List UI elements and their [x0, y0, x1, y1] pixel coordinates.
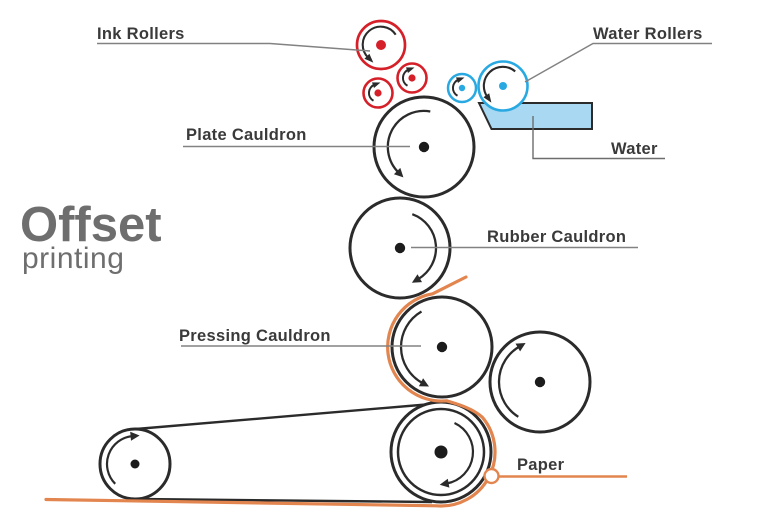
impression-roller-rotation-arrow [497, 345, 521, 418]
water-rollers-group [446, 60, 529, 112]
pressing-cauldron-label: Pressing Cauldron [179, 327, 331, 345]
ink-rollers-group [355, 19, 428, 109]
belt-roller-small [98, 427, 172, 501]
title-sub: printing [22, 242, 124, 275]
belt-bottom-line [135, 497, 433, 504]
water-leader [532, 116, 665, 160]
ink-roller-small-arrowhead [372, 82, 381, 88]
rubber-cauldron-rotation-arrow [411, 213, 438, 281]
water-roller-large-arrowhead [483, 93, 492, 103]
plate-cauldron-rotation-arrow [386, 109, 431, 174]
belt-roller-small-rotation-arrow [105, 435, 133, 485]
belt-conveyor [135, 403, 433, 504]
rubber-cauldron-axle [394, 242, 406, 254]
pressing-cauldron-arrowhead [418, 378, 429, 387]
plate-cauldron-arrowhead [393, 167, 404, 178]
impression-roller [488, 330, 592, 434]
ink-roller-large-axle [376, 40, 386, 50]
belt-top-line [135, 403, 427, 431]
belt-roller-small-arrowhead [130, 431, 140, 441]
pressing-cauldron-axle [436, 341, 448, 353]
paper-path [44, 275, 497, 508]
paper-route-line [44, 275, 497, 508]
diagram-labels: Ink Rollers Water Rollers Plate Cauldron… [97, 25, 703, 474]
leader-lines [97, 42, 712, 347]
title-main: Offset [20, 198, 162, 252]
ink-roller-small-axle [374, 89, 382, 97]
water-roller-large-axle [499, 82, 507, 90]
water-roller-large-rotation-arrow [482, 65, 516, 98]
impression-roller-arrowhead [515, 343, 526, 352]
belt-roller-large [389, 400, 493, 504]
rubber-cauldron [348, 196, 452, 300]
belt-roller-large-inner [396, 407, 486, 497]
rubber-cauldron-arrowhead [411, 274, 422, 283]
water-roller-small-axle [458, 84, 466, 92]
pressing-cauldron [390, 295, 494, 399]
paper-node-circle [483, 467, 500, 485]
belt-roller-small-axle [130, 459, 140, 469]
water-label: Water [611, 140, 658, 158]
water-rollers-leader [524, 42, 712, 83]
title-group: Offset printing [20, 198, 162, 275]
ink-rollers-leader [97, 42, 371, 52]
ink-roller-mid-axle [408, 74, 416, 82]
ink-rollers-label: Ink Rollers [97, 25, 185, 43]
pressing-cauldron-rotation-arrow [399, 310, 424, 385]
water-roller-small-arrowhead [456, 77, 465, 83]
rubber-cauldron-label: Rubber Cauldron [487, 228, 626, 246]
plate-cauldron-axle [418, 141, 430, 153]
water-rollers-label: Water Rollers [593, 25, 703, 43]
impression-roller-axle [534, 376, 546, 388]
paper-leader-group [483, 467, 627, 485]
belt-roller-large-arrowhead [439, 478, 450, 488]
plate-cauldron-label: Plate Cauldron [186, 126, 307, 144]
ink-roller-mid-arrowhead [406, 67, 415, 73]
paper-label: Paper [517, 456, 565, 474]
belt-roller-large-rotation-arrow [446, 422, 475, 485]
belt-roller-large-axle [434, 445, 448, 459]
ink-roller-large-arrowhead [364, 53, 374, 63]
